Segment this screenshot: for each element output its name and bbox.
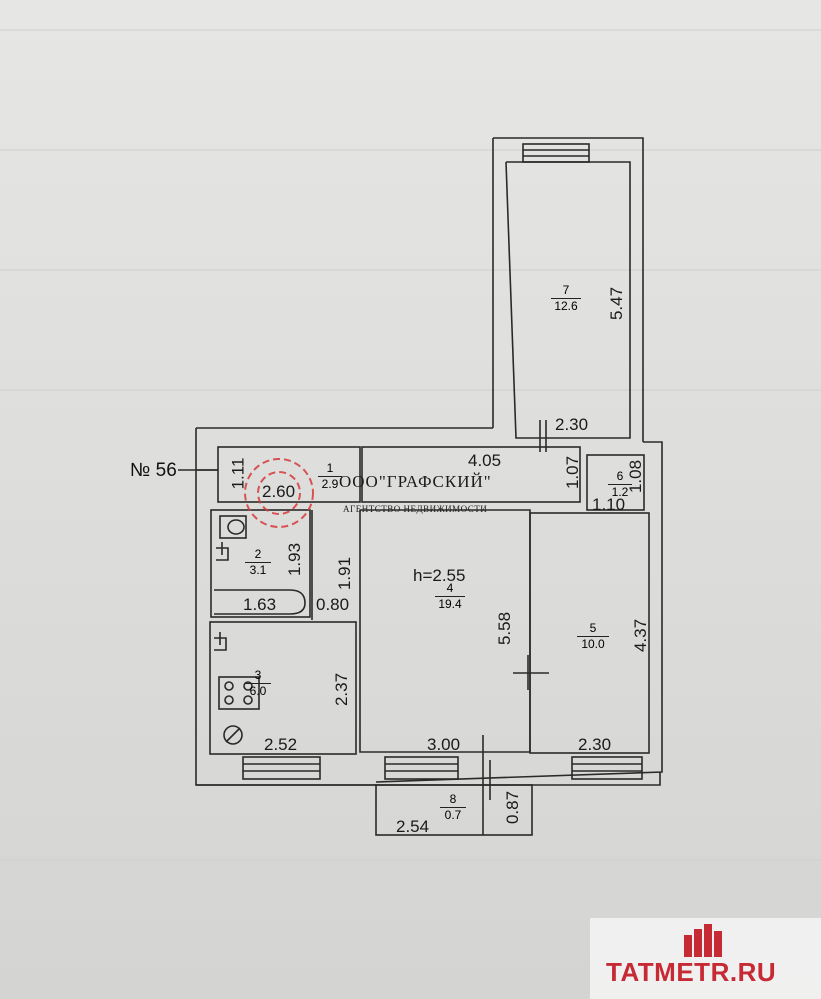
dim-r2-width: 1.63 [243,595,277,614]
dim-r8-depth: 0.87 [503,790,523,825]
room-2-area: 3.1 [245,561,271,578]
dim-r7-length: 5.47 [607,286,627,321]
room-3-label: 3 6.0 [245,668,271,699]
corridor-outline [361,446,581,503]
stamp-subtitle: АГЕНТСТВО НЕДВИЖИМОСТИ [343,504,488,514]
room-7-area: 12.6 [551,297,581,314]
room-2-number: 2 [254,547,262,561]
room-3-outline [209,621,357,755]
stove-fixture [218,676,260,710]
room-5-area: 10.0 [577,635,609,652]
stamp-org: ООО"ГРАФСКИЙ" [339,472,492,491]
passage-walls [311,510,361,620]
room-5-outline [529,512,650,754]
room-5-number: 5 [589,621,597,635]
room-3-area: 6.0 [245,682,271,699]
dim-passage-width: 0.80 [316,595,350,614]
dim-corridor-depth: 1.07 [563,455,583,490]
outer-wall-bottom [196,772,661,786]
dim-r4-width: 3.00 [427,735,461,754]
room-6-area: 1.2 [608,483,632,500]
kitchen-sink-fixture [214,632,227,651]
dim-r2-height: 1.93 [285,542,305,577]
room-7-label: 7 12.6 [551,283,581,314]
room-1-number: 1 [326,461,334,475]
dim-r5-length: 4.37 [631,618,651,653]
room-2-label: 2 3.1 [245,547,271,578]
room-5-label: 5 10.0 [577,621,609,652]
room-7-number: 7 [562,283,570,297]
room-2-outline [210,509,311,618]
room-4-number: 4 [446,581,454,595]
outer-wall-wing [492,137,644,442]
watermark-text: TATMETR.RU [606,957,777,987]
room-1-label: 1 2.9 [318,461,342,492]
balcony-outline [375,784,533,836]
dim-r3-depth: 2.37 [332,672,352,707]
dim-r7-width: 2.30 [555,415,589,434]
dim-r4-length: 5.58 [495,611,515,646]
room-8-label: 8 0.7 [440,792,466,823]
dim-passage-height: 1.91 [335,556,355,591]
dim-r6-width: 1.10 [592,495,626,514]
window-room-3 [242,756,321,780]
toilet-fixture [219,515,247,539]
window-room-4 [384,756,459,780]
stamp-circle [244,458,314,528]
room-3-number: 3 [254,668,262,682]
room-4-label: 4 19.4 [435,581,465,612]
dim-r1-depth: 1.11 [228,457,248,490]
window-room-7 [522,143,590,163]
room-1-area: 2.9 [318,475,342,492]
dim-r1-width: 2.60 [262,482,296,501]
boiler-fixture [223,725,243,745]
flat-number: № 56 [130,460,177,481]
room-1-outline [217,446,361,503]
dim-r6-height: 1.08 [626,459,646,494]
room-6-label: 6 1.2 [608,469,632,500]
room-8-area: 0.7 [440,806,466,823]
ceiling-height: h=2.55 [413,566,466,585]
dim-r8-width: 2.54 [396,817,430,836]
bathtub-fixture [214,589,306,615]
dim-corridor-length: 4.05 [468,451,502,470]
dim-r3-width: 2.52 [264,735,298,754]
room-6-number: 6 [616,469,624,483]
window-room-5 [571,756,643,780]
dim-r5-width: 2.30 [578,735,612,754]
room-6-outline [586,454,645,511]
room-8-number: 8 [449,792,457,806]
sink-fixture [216,542,229,561]
room-4-area: 19.4 [435,595,465,612]
